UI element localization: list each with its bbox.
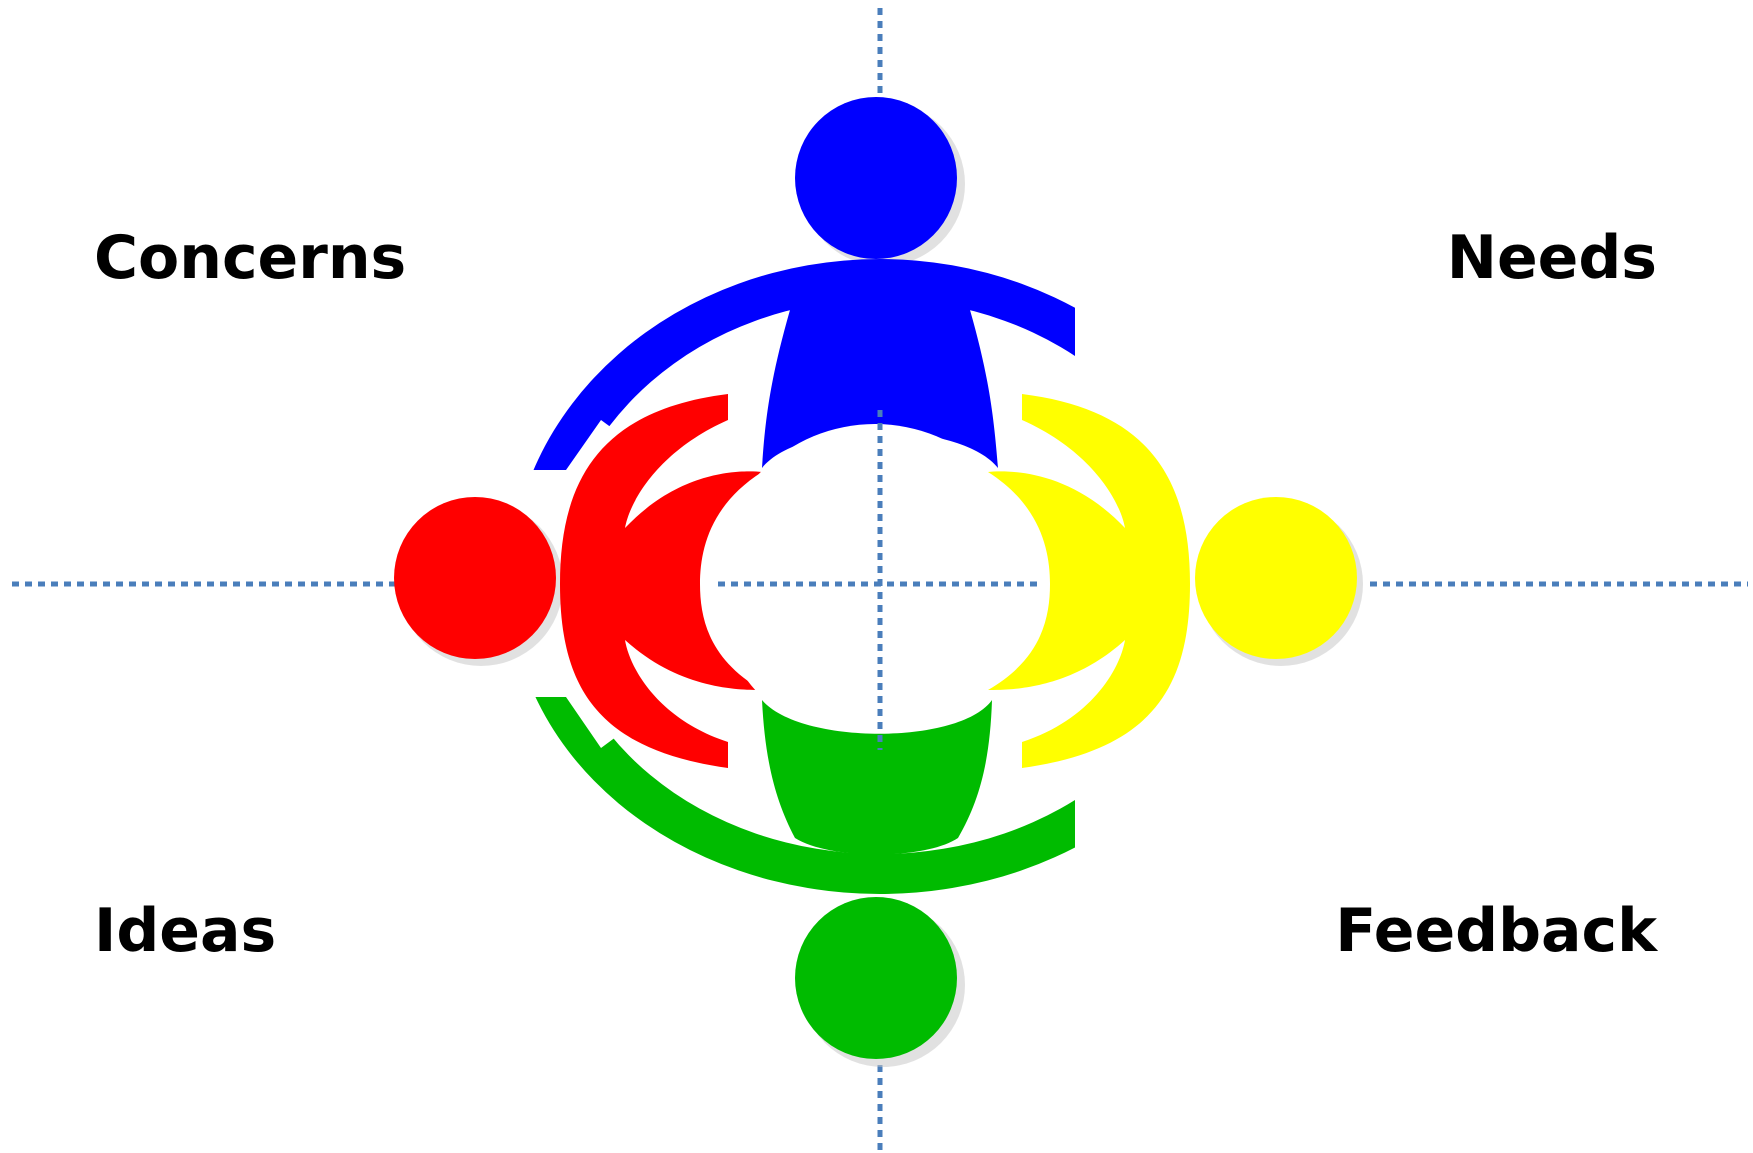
- label-feedback: Feedback: [1335, 896, 1657, 966]
- center-axes: [718, 410, 1040, 750]
- label-concerns: Concerns: [94, 223, 407, 293]
- top-person-icon: [510, 97, 1075, 555]
- label-ideas: Ideas: [94, 896, 277, 966]
- axes: [12, 8, 1748, 1153]
- label-needs: Needs: [1446, 223, 1657, 293]
- bottom-person-icon: [510, 612, 1075, 1059]
- right-person-icon: [988, 394, 1357, 768]
